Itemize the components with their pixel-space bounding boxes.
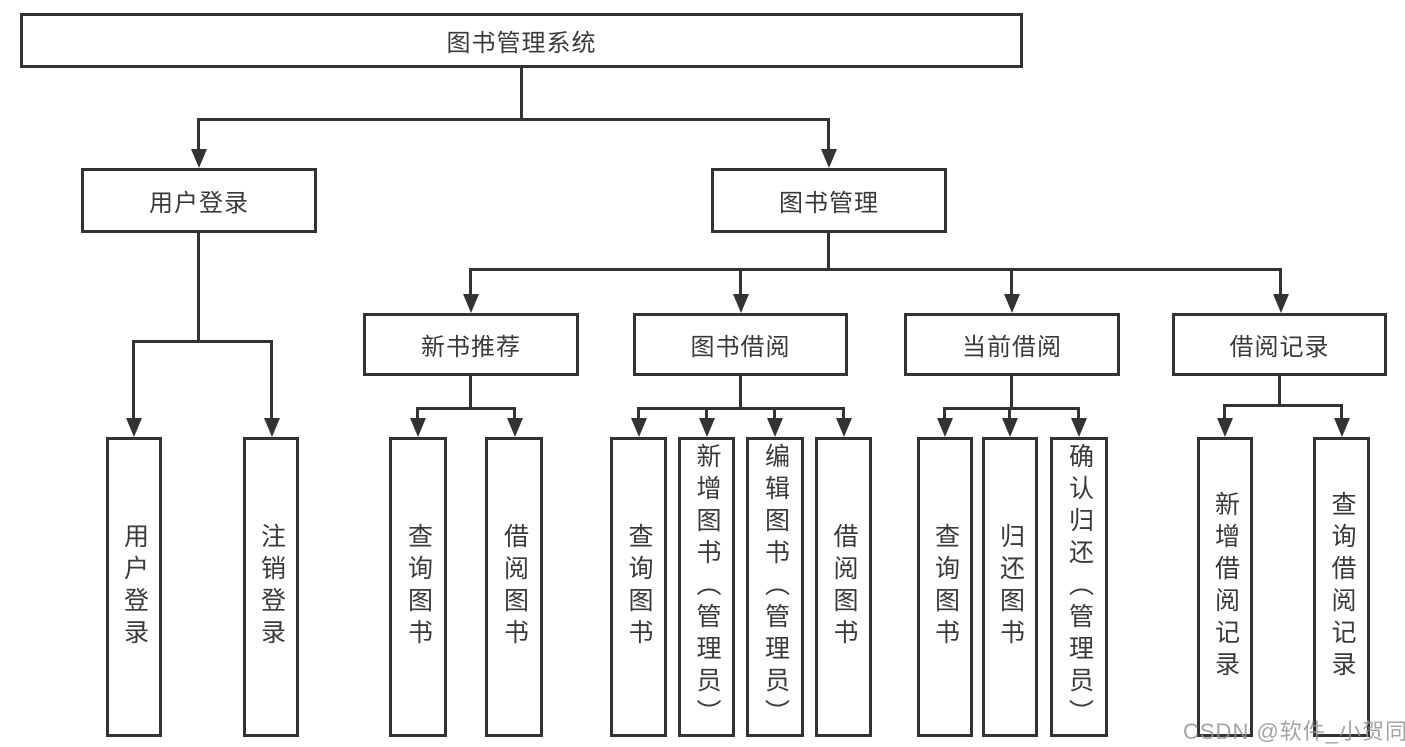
leaf-query-books-rec: 查询图书 — [389, 437, 447, 737]
node-book-borrow: 图书借阅 — [633, 313, 848, 376]
arrow-nb-leaf1 — [410, 418, 426, 437]
connector-cb-leaf1 — [943, 407, 946, 418]
connector-root-bus — [197, 118, 830, 121]
arrow-to-leaf-logout — [264, 418, 280, 437]
leaf-query-books-current: 查询图书 — [917, 437, 973, 737]
arrow-bb-leaf2 — [699, 418, 715, 437]
leaf-edit-books-admin: 编辑图书（管理员） — [746, 437, 804, 737]
node-user-login-label: 用户登录 — [149, 190, 249, 217]
leaf-query-borrow-record: 查询借阅记录 — [1313, 437, 1370, 737]
node-book-mgmt: 图书管理 — [711, 168, 947, 233]
leaf-add-borrow-record: 新增借阅记录 — [1197, 437, 1253, 737]
connector-to-current — [1010, 268, 1013, 294]
node-book-mgmt-label: 图书管理 — [779, 190, 879, 217]
arrow-to-user-login — [191, 149, 207, 168]
connector-bb-leaf1 — [637, 407, 640, 418]
arrow-cb-leaf1 — [937, 418, 953, 437]
arrow-to-leaf-login — [126, 418, 142, 437]
leaf-confirm-return-admin: 确认归还（管理员） — [1050, 437, 1108, 737]
leaf-query-books-borrow: 查询图书 — [610, 437, 667, 737]
connector-bb-leaf4 — [842, 407, 845, 418]
arrow-br-leaf1 — [1217, 418, 1233, 437]
connector-borrow-bus — [637, 407, 845, 410]
connector-to-new-book — [469, 268, 472, 294]
node-user-login: 用户登录 — [81, 168, 317, 233]
leaf-add-borrow-record-label: 新增借阅记录 — [1211, 491, 1240, 683]
arrow-bb-leaf3 — [767, 418, 783, 437]
leaf-confirm-return-admin-label: 确认归还（管理员） — [1065, 443, 1094, 731]
node-root-label: 图书管理系统 — [446, 30, 597, 57]
connector-borrow-stem — [739, 376, 742, 407]
arrow-cb-leaf3 — [1071, 418, 1087, 437]
connector-user-login-stem — [197, 233, 200, 340]
connector-current-bus — [943, 407, 1080, 410]
connector-record-bus — [1223, 404, 1343, 407]
arrow-to-new-book — [463, 294, 479, 313]
connector-br-leaf1 — [1223, 404, 1226, 418]
connector-current-stem — [1010, 376, 1013, 407]
leaf-borrow-books-rec: 借阅图书 — [485, 437, 543, 737]
connector-book-mgmt-stem — [827, 233, 830, 268]
connector-to-record — [1279, 268, 1282, 294]
leaf-logout-label: 注销登录 — [257, 523, 286, 651]
arrow-cb-leaf2 — [1002, 418, 1018, 437]
arrow-to-record — [1273, 294, 1289, 313]
connector-br-leaf2 — [1340, 404, 1343, 418]
leaf-query-books-borrow-label: 查询图书 — [625, 523, 653, 651]
connector-nb-leaf1 — [416, 407, 419, 418]
connector-to-user-login — [197, 118, 200, 149]
node-book-borrow-label: 图书借阅 — [690, 334, 791, 361]
leaf-borrow-books: 借阅图书 — [815, 437, 872, 737]
node-root: 图书管理系统 — [20, 13, 1023, 68]
node-borrow-record: 借阅记录 — [1172, 313, 1387, 376]
leaf-borrow-books-label: 借阅图书 — [830, 523, 858, 651]
connector-nb-leaf2 — [513, 407, 516, 418]
leaf-edit-books-admin-label: 编辑图书（管理员） — [761, 443, 790, 731]
leaf-return-books-label: 归还图书 — [996, 523, 1025, 651]
arrow-to-book-mgmt — [821, 149, 837, 168]
leaf-logout: 注销登录 — [243, 437, 299, 737]
arrow-to-borrow — [733, 294, 749, 313]
arrow-bb-leaf4 — [836, 418, 852, 437]
leaf-add-books-admin: 新增图书（管理员） — [678, 437, 735, 737]
connector-new-book-bus — [416, 407, 516, 410]
connector-cb-leaf2 — [1008, 407, 1011, 418]
connector-record-stem — [1278, 376, 1281, 404]
leaf-query-books-rec-label: 查询图书 — [404, 523, 433, 651]
leaf-query-books-current-label: 查询图书 — [931, 523, 960, 651]
arrow-to-current — [1004, 294, 1020, 313]
connector-new-book-stem — [469, 376, 472, 407]
leaf-return-books: 归还图书 — [982, 437, 1038, 737]
node-borrow-record-label: 借阅记录 — [1229, 334, 1330, 361]
connector-cb-leaf3 — [1077, 407, 1080, 418]
connector-to-borrow — [739, 268, 742, 294]
connector-bb-leaf2 — [705, 407, 708, 418]
leaf-user-login: 用户登录 — [106, 437, 162, 737]
connector-root-stem — [520, 68, 523, 118]
connector-to-book-mgmt — [827, 118, 830, 149]
arrow-br-leaf2 — [1334, 418, 1350, 437]
leaf-borrow-books-rec-label: 借阅图书 — [500, 523, 529, 651]
node-current-borrow-label: 当前借阅 — [962, 334, 1062, 361]
csdn-watermark: CSDN @软件_小贺同学 — [1183, 719, 1405, 744]
connector-book-mgmt-bus — [469, 268, 1282, 271]
node-new-book-rec-label: 新书推荐 — [421, 334, 521, 361]
leaf-add-books-admin-label: 新增图书（管理员） — [693, 443, 721, 731]
leaf-query-borrow-record-label: 查询借阅记录 — [1328, 491, 1356, 683]
arrow-nb-leaf2 — [507, 418, 523, 437]
arrow-bb-leaf1 — [631, 418, 647, 437]
leaf-user-login-label: 用户登录 — [120, 523, 149, 651]
connector-to-leaf-login — [132, 340, 135, 418]
node-new-book-rec: 新书推荐 — [363, 313, 579, 376]
connector-bb-leaf3 — [773, 407, 776, 418]
connector-to-leaf-logout — [270, 340, 273, 418]
connector-user-login-bus — [132, 340, 273, 343]
node-current-borrow: 当前借阅 — [904, 313, 1120, 376]
